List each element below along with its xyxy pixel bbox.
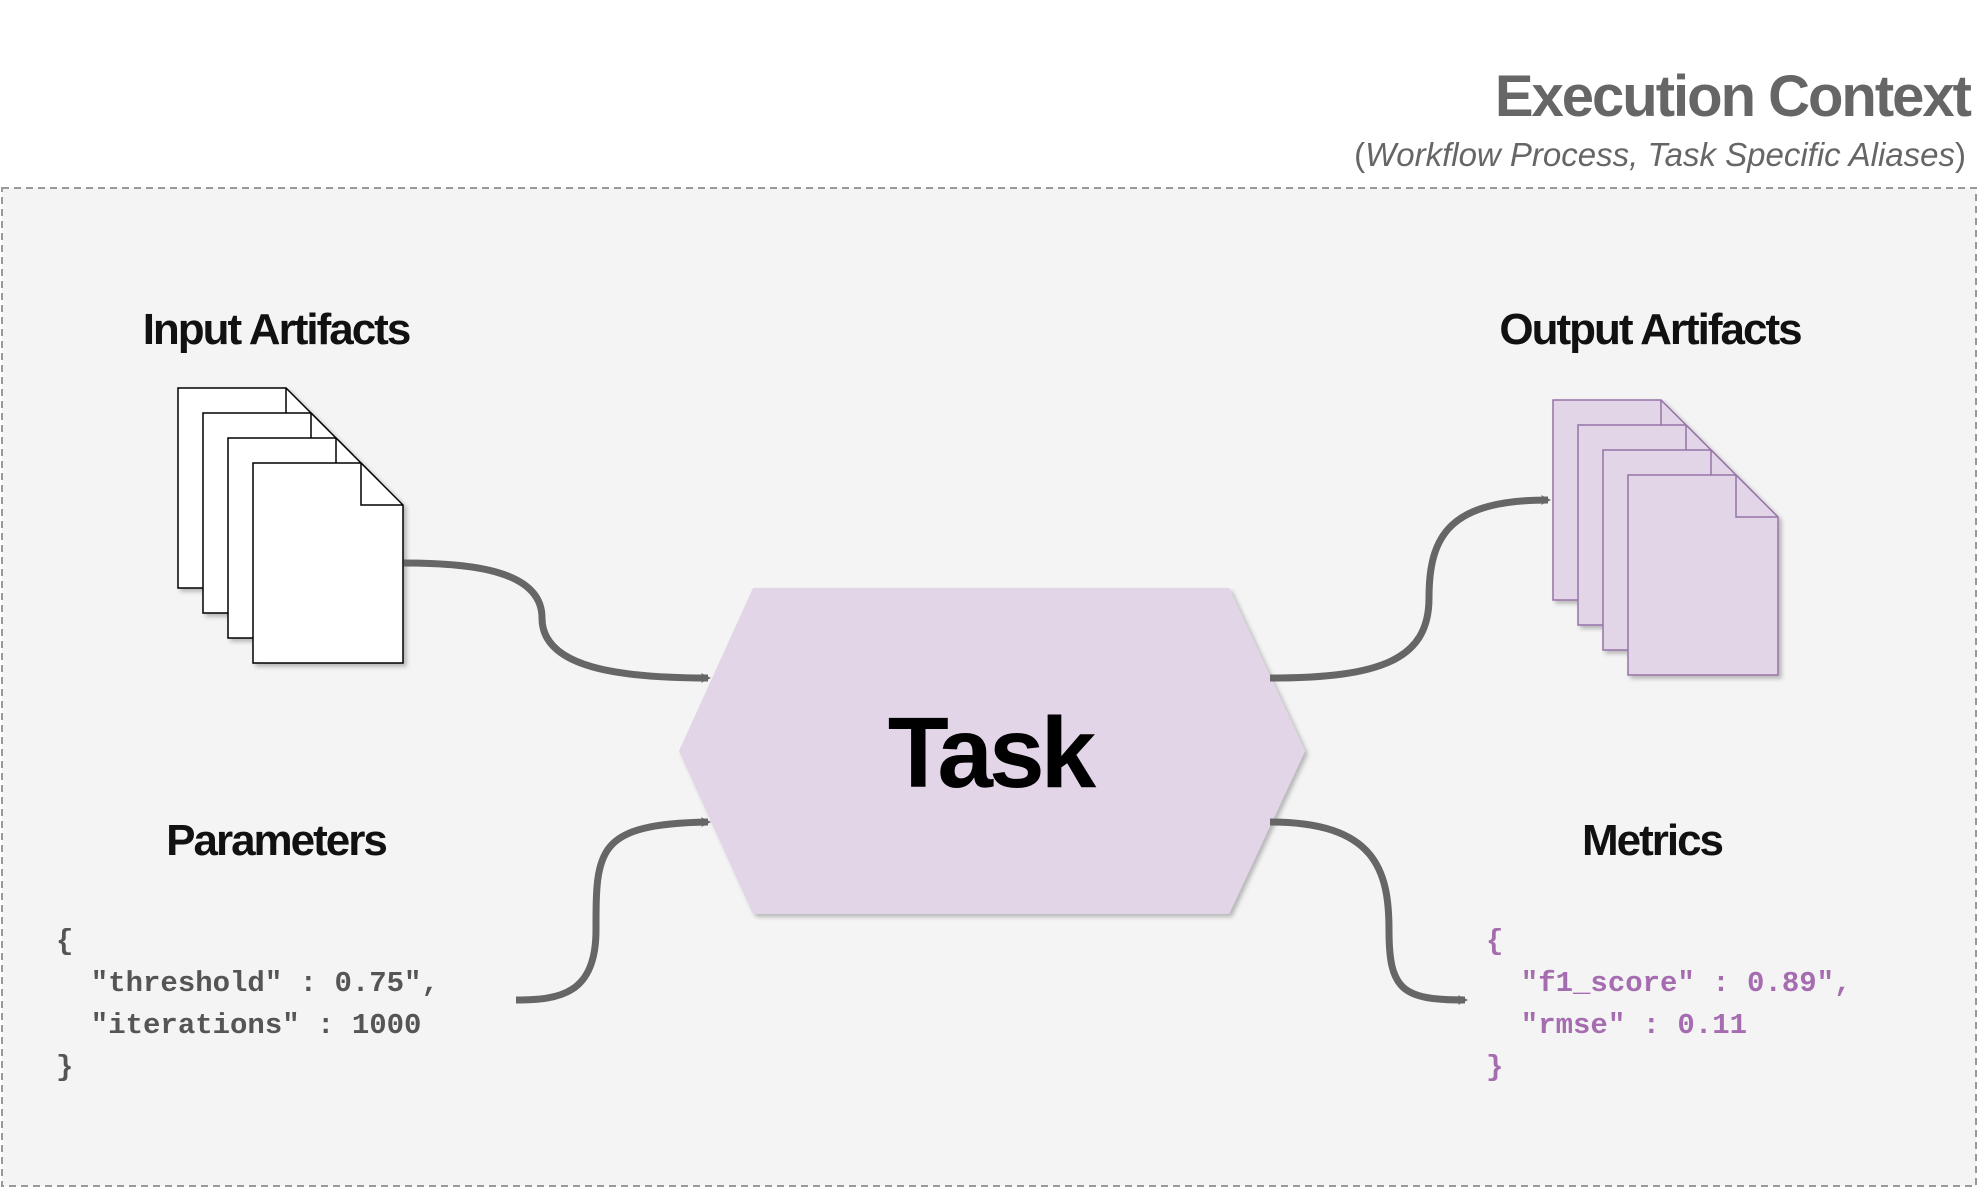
metrics-heading: Metrics <box>1582 816 1723 865</box>
document-stack-icon <box>177 387 404 664</box>
context-title: Execution Context <box>1495 64 1972 129</box>
parameters-code-line: "iterations" : 1000 <box>56 1009 421 1042</box>
output-artifacts-arrow <box>1269 495 1551 682</box>
output-document-4 <box>1627 474 1779 676</box>
subtitle-italic: Workflow Process, Task Specific Aliases <box>1365 136 1955 173</box>
metrics-arrow <box>1269 818 1468 1005</box>
parameters-code-block: { "threshold" : 0.75", "iterations" : 10… <box>56 0 526 1084</box>
output-document-fold-4 <box>1735 475 1778 518</box>
subtitle-close-paren: ) <box>1955 136 1966 173</box>
metrics-code-line: } <box>1486 1051 1503 1084</box>
document-stack-icon <box>1552 399 1779 676</box>
input-artifacts-heading: Input Artifacts <box>143 305 410 354</box>
parameters-code-line: "threshold" : 0.75", <box>56 967 439 1000</box>
metrics-code-line: "rmse" : 0.11 <box>1486 1009 1747 1042</box>
subtitle-open-paren: ( <box>1354 136 1365 173</box>
parameters-code-line: { <box>56 925 73 958</box>
input-artifacts-arrow <box>403 559 711 683</box>
context-subtitle: (Workflow Process, Task Specific Aliases… <box>1354 136 1966 173</box>
metrics-code-line: "f1_score" : 0.89", <box>1486 967 1851 1000</box>
parameters-code-line: } <box>56 1051 73 1084</box>
task-node <box>679 588 1305 914</box>
metrics-code-block: { "f1_score" : 0.89", "rmse" : 0.11 } <box>1486 0 1938 1084</box>
output-artifacts-heading: Output Artifacts <box>1499 305 1801 354</box>
task-label: Task <box>888 697 1097 809</box>
input-document-4 <box>252 462 404 664</box>
parameters-heading: Parameters <box>166 816 386 865</box>
parameters-arrow <box>515 817 711 1004</box>
metrics-code-line: { <box>1486 925 1503 958</box>
input-document-fold-4 <box>360 463 403 506</box>
